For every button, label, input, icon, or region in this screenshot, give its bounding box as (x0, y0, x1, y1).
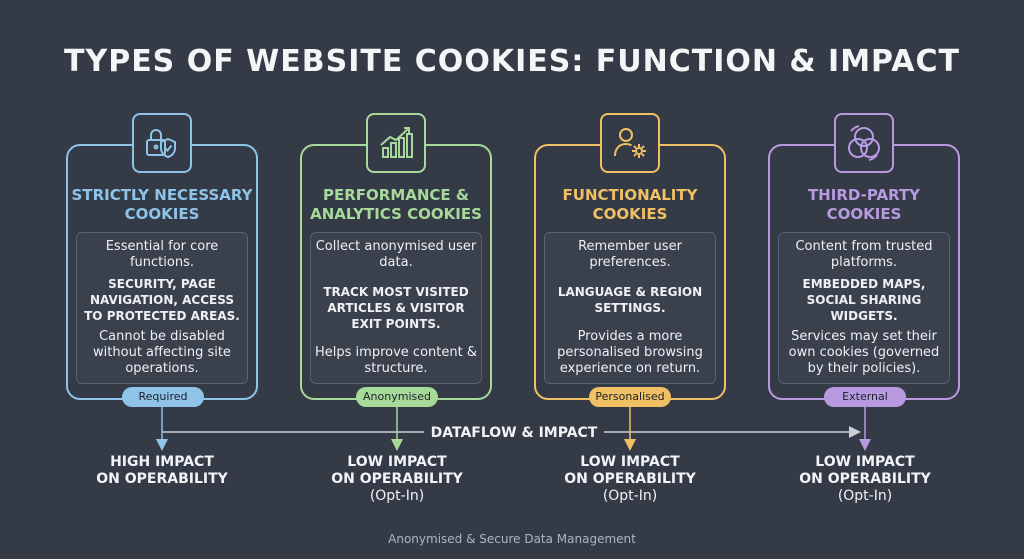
card-examples: EMBEDDED MAPS, SOCIAL SHARING WIDGETS. (802, 277, 926, 323)
card-body: Essential for core functions. SECURITY, … (76, 232, 248, 384)
impact-line: ON OPERABILITY (96, 471, 228, 487)
card-note: Cannot be disabled without affecting sit… (93, 329, 231, 376)
card-third-party: THIRD-PARTY COOKIES Content from trusted… (768, 144, 960, 400)
card-note: Services may set their own cookies (gove… (788, 329, 940, 376)
card-examples: SECURITY, PAGE NAVIGATION, ACCESS TO PRO… (84, 277, 240, 323)
footer-caption: Anonymised & Secure Data Management (388, 532, 636, 546)
card-title-line: COOKIES (592, 205, 668, 223)
card-strictly-necessary: STRICTLY NECESSARY COOKIES Essential for… (66, 144, 258, 400)
impact-label: LOW IMPACT ON OPERABILITY (Opt-In) (307, 454, 487, 505)
card-description: Remember user preferences. (578, 239, 682, 270)
opt-in-label: (Opt-In) (369, 488, 425, 504)
card-title: THIRD-PARTY COOKIES (770, 186, 958, 224)
impact-line: HIGH IMPACT (110, 454, 214, 470)
card-title-line: THIRD-PARTY (807, 186, 921, 204)
bar-chart-trend-icon (366, 113, 426, 173)
impact-line: LOW IMPACT (815, 454, 915, 470)
card-note: Provides a more personalised browsing ex… (557, 329, 703, 376)
impact-label: LOW IMPACT ON OPERABILITY (Opt-In) (540, 454, 720, 505)
card-functionality: FUNCTIONALITY COOKIES Remember user pref… (534, 144, 726, 400)
impact-line: ON OPERABILITY (799, 471, 931, 487)
card-body: Remember user preferences. LANGUAGE & RE… (544, 232, 716, 384)
overlapping-circles-icon (834, 113, 894, 173)
card-description: Content from trusted platforms. (795, 239, 933, 270)
card-title: STRICTLY NECESSARY COOKIES (68, 186, 256, 224)
card-title: FUNCTIONALITY COOKIES (536, 186, 724, 224)
card-title-line: PERFORMANCE & (323, 186, 469, 204)
lock-shield-icon (132, 113, 192, 173)
card-description: Collect anonymised user data. (315, 239, 477, 270)
card-title-line: STRICTLY NECESSARY (71, 186, 253, 204)
status-badge: External (824, 387, 906, 407)
card-title-line: COOKIES (124, 205, 200, 223)
status-badge: Required (122, 387, 204, 407)
card-title-line: ANALYTICS COOKIES (310, 205, 482, 223)
impact-label: HIGH IMPACT ON OPERABILITY (72, 454, 252, 488)
card-description: Essential for core functions. (105, 239, 219, 270)
card-title-line: FUNCTIONALITY (562, 186, 698, 204)
card-body: Collect anonymised user data. TRACK MOST… (310, 232, 482, 384)
status-badge: Anonymised (356, 387, 438, 407)
opt-in-label: (Opt-In) (837, 488, 893, 504)
impact-line: LOW IMPACT (347, 454, 447, 470)
card-body: Content from trusted platforms. EMBEDDED… (778, 232, 950, 384)
dataflow-label: DATAFLOW & IMPACT (424, 424, 604, 442)
card-title-line: COOKIES (826, 205, 902, 223)
user-gear-icon (600, 113, 660, 173)
card-examples: TRACK MOST VISITED ARTICLES & VISITOR EX… (323, 285, 469, 331)
card-examples: LANGUAGE & REGION SETTINGS. (557, 285, 703, 315)
opt-in-label: (Opt-In) (602, 488, 658, 504)
impact-line: ON OPERABILITY (331, 471, 463, 487)
card-performance-analytics: PERFORMANCE & ANALYTICS COOKIES Collect … (300, 144, 492, 400)
impact-line: ON OPERABILITY (564, 471, 696, 487)
impact-line: LOW IMPACT (580, 454, 680, 470)
card-note: Helps improve content & structure. (315, 345, 477, 376)
status-badge: Personalised (589, 387, 671, 407)
card-title: PERFORMANCE & ANALYTICS COOKIES (302, 186, 490, 224)
page-title: TYPES OF WEBSITE COOKIES: FUNCTION & IMP… (64, 44, 960, 79)
impact-label: LOW IMPACT ON OPERABILITY (Opt-In) (775, 454, 955, 505)
